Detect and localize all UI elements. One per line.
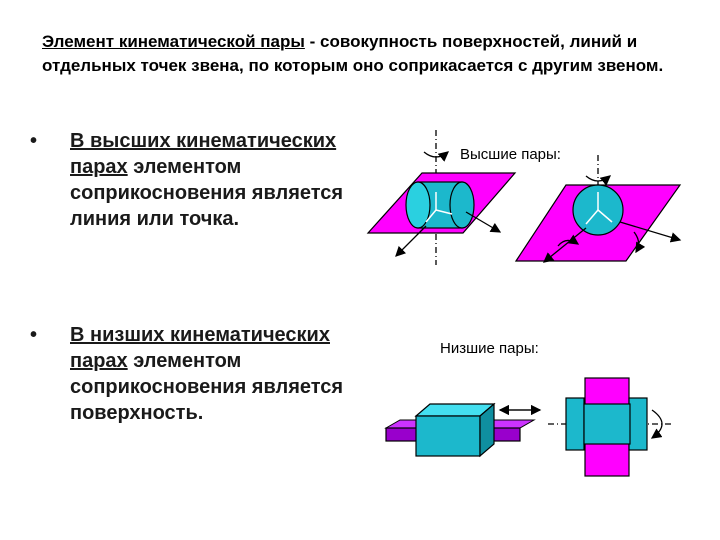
higher-pair-sphere-diagram [514,155,682,263]
slider-block [415,415,481,457]
rotation-arrow-right [633,231,646,254]
local-axis-x [585,209,599,225]
bullet-text: В низших кинематических парах элементом … [70,322,370,426]
sliding-arrow-right [465,211,502,233]
local-axis-y [435,209,453,215]
higher-pair-cylinder-diagram [366,130,517,265]
bullet-heading: В низших кинематических парах [70,324,330,372]
definition-paragraph: Элемент кинематической пары - совокупнос… [42,30,682,78]
slider-block-side [479,402,495,458]
flange-right [628,397,648,451]
sliding-arrow-left [395,225,427,257]
bullet-body: элементом соприкосновения является линия… [70,156,344,230]
rotation-arrow [650,409,663,439]
bullet-marker: • [30,324,38,346]
lower-pairs-label: Низшие пары: [440,340,539,357]
axis-arrow-left [542,227,587,263]
local-axis-y [597,209,613,223]
flange-left [565,397,585,451]
hub [583,403,631,445]
bullet-body: элементом соприкосновения является повер… [70,350,344,424]
cylinder-end-face [449,181,475,229]
definition-term: Элемент кинематической пары [42,32,305,51]
bullet-marker: • [30,130,38,152]
higher-pairs-label: Высшие пары: [460,146,561,163]
lower-pair-prismatic-diagram [384,402,542,458]
bullet-text: В высших кинематических парах элементом … [70,128,370,232]
rotation-arrow-left [557,234,580,247]
rotation-arrow-top [423,151,449,162]
cylinder-near-face [405,181,431,229]
definition-text: - совокупность поверхностей, линий и отд… [42,32,664,75]
axis-arrow-right [619,221,682,243]
lower-pair-revolute-diagram [548,377,672,477]
local-axis-x [425,209,437,223]
rotation-arrow-top [585,175,611,186]
bullet-heading: В высших кинематических парах [70,130,337,178]
